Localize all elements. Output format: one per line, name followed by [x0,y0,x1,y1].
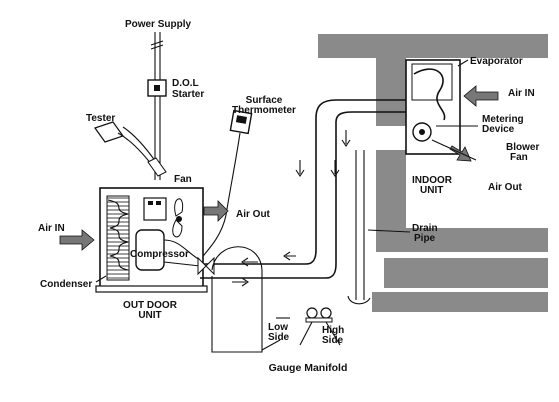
label-condenser: Condenser [40,279,92,290]
label-indoor-line2: UNIT [420,185,443,196]
label-air-in-left: Air IN [38,223,65,234]
label-low-line1: Low [268,322,288,333]
label-fan: Fan [174,174,192,185]
flow-direction-arrows [232,130,351,287]
leader-lines [95,59,478,283]
surface-thermometer [197,109,253,263]
label-blower-line1: Blower [506,142,539,153]
diagram-labels: Power Supply D.O.L Starter Tester Surfac… [38,19,539,374]
label-compressor: Compressor [130,249,189,260]
label-blower-line2: Fan [510,152,528,163]
air-in-left-arrow [59,229,95,251]
air-in-right-arrow [463,85,499,107]
air-out-left-arrow [203,200,229,222]
tester-device [94,121,167,177]
label-metering-line1: Metering [482,114,524,125]
label-low-line2: Side [268,332,290,343]
label-air-out-right: Air Out [488,182,523,193]
indoor-unit [405,59,461,155]
outdoor-unit [95,187,208,293]
label-gauge-manifold: Gauge Manifold [269,362,348,374]
label-power-supply: Power Supply [125,19,192,30]
label-dol-line2: Starter [172,89,204,100]
label-high-line1: High [322,325,344,336]
label-drain-line1: Drain [412,223,438,234]
label-dol-line1: D.O.L [172,78,199,89]
air-flow-arrows [59,85,499,251]
label-air-in-right: Air IN [508,88,535,99]
label-outdoor-line2: UNIT [138,310,161,321]
label-surface-line1: Surface [246,95,283,106]
building-wall [318,34,548,312]
refrigerant-pipes [197,99,408,353]
label-surface-line2: Thermometer [232,105,296,116]
label-air-out-left: Air Out [236,209,271,220]
label-high-line2: Side [322,335,344,346]
label-indoor-line1: INDOOR [412,175,453,186]
drain-pipe [347,150,371,305]
label-outdoor-line1: OUT DOOR [123,300,178,311]
label-tester: Tester [86,113,115,124]
dol-starter [147,79,167,97]
label-evaporator: Evaporator [470,56,523,67]
label-drain-line2: Pipe [414,233,436,244]
label-metering-line2: Device [482,124,515,135]
